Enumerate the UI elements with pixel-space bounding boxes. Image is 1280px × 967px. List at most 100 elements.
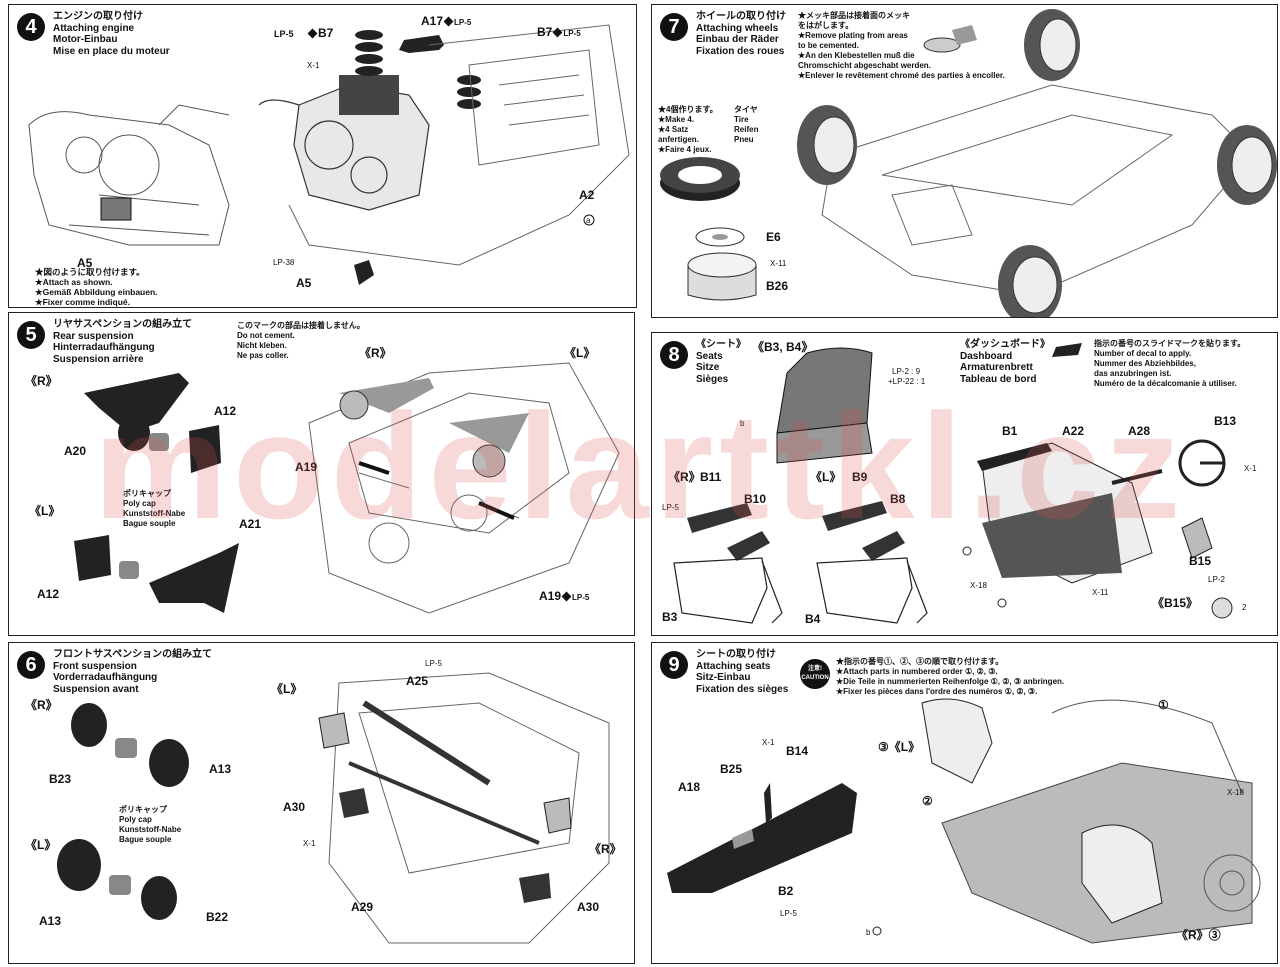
part-label: A25 <box>406 674 429 688</box>
step-number: 6 <box>17 651 45 679</box>
part-label: B7 <box>307 27 333 39</box>
side-label-l: 《L》 <box>564 346 596 360</box>
part-label: X-1 <box>307 61 320 70</box>
part-label: X-1 <box>1244 464 1257 473</box>
seats-dashboard-illustration <box>673 343 1233 624</box>
part-label: B13 <box>1214 414 1237 428</box>
part-label: X-11 <box>1092 588 1109 597</box>
part-label: A29 <box>351 900 374 914</box>
step-number: 7 <box>660 13 688 41</box>
part-label: B4 <box>805 612 821 626</box>
seats-install-illustration <box>667 698 1261 944</box>
side-label-l: 《L》 <box>810 470 842 484</box>
part-label: X-18 <box>1227 788 1244 797</box>
part-label: LP-5 <box>425 659 442 668</box>
part-label: E6 <box>766 230 781 244</box>
part-label: LP-2 : 9 <box>892 367 921 376</box>
side-label-r: 《R》 <box>359 346 392 360</box>
step-number: 5 <box>17 321 45 349</box>
part-label: A30 <box>283 800 306 814</box>
part-label: B23 <box>49 772 72 786</box>
part-label: LP-5 <box>780 909 797 918</box>
part-label: B22 <box>206 910 229 924</box>
part-label: a <box>586 216 591 225</box>
side-label-l: 《L》 <box>271 682 303 696</box>
part-label: A5 <box>77 256 93 270</box>
part-label: A13 <box>39 914 62 928</box>
side-label-r: 《R》 <box>589 842 622 856</box>
part-label: LP-5 <box>274 29 294 39</box>
part-label: A20 <box>64 444 87 458</box>
step-notes: ★図のように取り付けます。★Attach as shown.★Gemäß Abb… <box>35 267 158 307</box>
order-number: ① <box>1158 698 1169 712</box>
part-label: A30 <box>577 900 600 914</box>
no-cement-note: このマークの部品は接着しません。Do not cement.Nicht kleb… <box>237 321 365 360</box>
order-note: ★指示の番号①、②、③の順で取り付けます。★Attach parts in nu… <box>836 657 1065 696</box>
part-label: B15 <box>1189 554 1212 568</box>
side-label-r: 《R》 <box>25 698 58 712</box>
part-label: 《B15》 <box>1152 596 1199 610</box>
part-label: LP-38 <box>273 258 295 267</box>
part-label: A28 <box>1128 424 1151 438</box>
part-label: LP-2 <box>1208 575 1225 584</box>
side-label-r: 《R》 <box>25 374 58 388</box>
decal-number: 2 <box>1242 603 1247 612</box>
caution-badge: 注意!CAUTION <box>800 659 830 689</box>
step-number: 4 <box>17 13 45 41</box>
part-label: +LP-22 : 1 <box>888 377 926 386</box>
part-label: B25 <box>720 762 743 776</box>
side-label-l: 《L》 <box>29 504 61 518</box>
plating-note: ★メッキ部品は接着面のメッキをはがします。★Remove plating fro… <box>798 11 1005 80</box>
part-label: A19 <box>295 460 318 474</box>
part-label: X-1 <box>303 839 316 848</box>
part-label: X-18 <box>970 581 987 590</box>
decal-note: 指示の番号のスライドマークを貼ります。Number of decal to ap… <box>1094 339 1246 388</box>
part-label: B26 <box>766 279 789 293</box>
part-label: A22 <box>1062 424 1085 438</box>
part-label: b <box>740 419 745 428</box>
part-label: A21 <box>239 517 262 531</box>
part-label: X-11 <box>770 259 787 268</box>
part-label: B8 <box>890 492 906 506</box>
step-titles: エンジンの取り付け Attaching engine Motor-Einbau … <box>53 11 170 57</box>
step-4-panel: 4 エンジンの取り付け Attaching engine Motor-Einba… <box>8 4 637 308</box>
step-number: 8 <box>660 341 688 369</box>
part-label: A5 <box>296 276 312 290</box>
part-label: b <box>866 928 871 937</box>
engine-illustration <box>28 24 630 285</box>
side-label-r: 《R》 <box>668 470 701 484</box>
rear-suspension-illustration <box>74 362 620 614</box>
part-label: X-1 <box>762 738 775 747</box>
part-label: B1 <box>1002 424 1018 438</box>
part-label: B2 <box>778 884 794 898</box>
part-label: B14 <box>786 744 809 758</box>
part-label: A12 <box>37 587 60 601</box>
front-suspension-illustration <box>57 672 610 944</box>
wheels-illustration <box>660 9 1277 317</box>
part-label: A13 <box>209 762 232 776</box>
part-label: B3 <box>662 610 678 624</box>
side-label-l: 《L》 <box>25 838 57 852</box>
order-number: ② <box>922 794 933 808</box>
part-label: A2 <box>579 188 595 202</box>
part-label: LP-5 <box>662 503 679 512</box>
part-label: 《B3, B4》 <box>752 340 814 354</box>
